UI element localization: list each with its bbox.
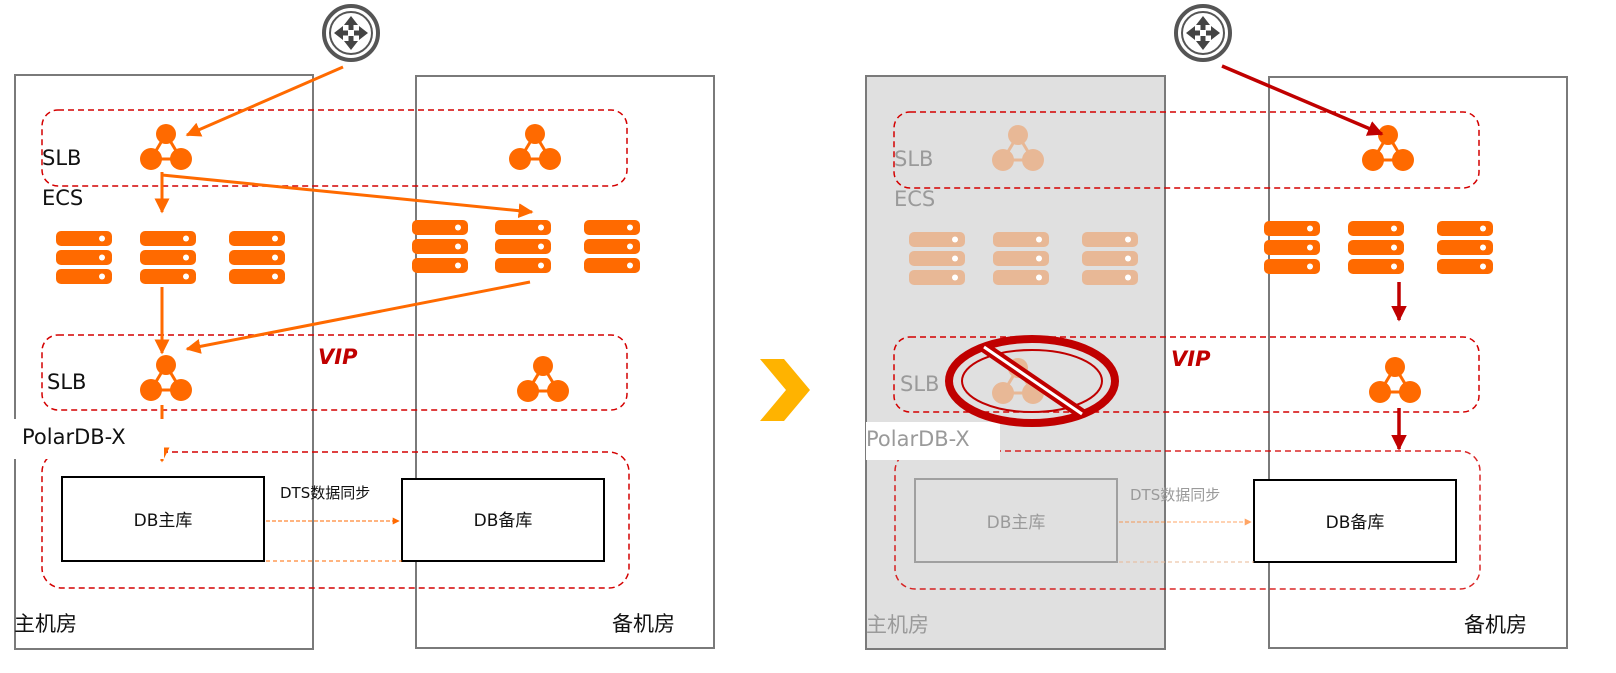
db-standby-label: DB备库 (1326, 513, 1385, 533)
load-balancer-icon (507, 122, 563, 172)
load-balancer-icon (138, 353, 194, 403)
ecs-label: ECS (894, 187, 935, 211)
traffic-arrow (185, 280, 531, 354)
dts-sync-label: DTS数据同步 (280, 484, 370, 502)
traffic-arrow (161, 173, 534, 219)
standby-room-label: 备机房 (612, 612, 675, 636)
vip-label: VIP (318, 345, 358, 369)
polardb-label: PolarDB-X (866, 427, 970, 451)
router-icon (1174, 4, 1232, 62)
db-primary-box (914, 478, 1118, 563)
server-stack-icon (1437, 221, 1493, 274)
db-standby-box (1253, 479, 1457, 563)
standby-room-box (415, 75, 715, 649)
vip-label: VIP (1171, 347, 1211, 371)
slb-top-zone (41, 109, 628, 187)
primary-room-label: 主机房 (866, 613, 929, 637)
failover-traffic-arrow (1221, 64, 1384, 136)
standby-room-label: 备机房 (1464, 613, 1527, 637)
server-stack-icon (584, 220, 640, 273)
load-balancer-icon (138, 122, 194, 172)
slb-bottom-label: SLB (47, 370, 86, 394)
server-stack-icon (1082, 232, 1138, 285)
server-stack-icon (412, 220, 468, 273)
polardb-label-bg (866, 422, 1000, 460)
slb-bottom-label: SLB (900, 372, 939, 396)
server-stack-icon (909, 232, 965, 285)
polardb-zone (41, 451, 630, 589)
slb-top-label: SLB (42, 146, 81, 170)
server-stack-icon (1264, 221, 1320, 274)
slb-top-zone (893, 111, 1480, 189)
primary-room-box (14, 74, 314, 650)
polardb-label-bg (14, 419, 164, 459)
chevron-right-icon (760, 359, 810, 421)
load-balancer-icon (1367, 355, 1423, 405)
server-stack-icon (495, 220, 551, 273)
server-stack-icon (1348, 221, 1404, 274)
load-balancer-icon (1360, 123, 1416, 173)
polardb-label: PolarDB-X (22, 425, 126, 449)
server-stack-icon (993, 232, 1049, 285)
prohibited-icon (945, 335, 1119, 427)
server-stack-icon (56, 231, 112, 284)
left-panel: SLB ECS SLB VIP PolarDB-X DB主库 DB备库 DTS数… (14, 4, 715, 650)
polardb-zone (894, 450, 1481, 590)
slb-top-label: SLB (894, 147, 933, 171)
router-icon (322, 4, 380, 62)
db-standby-box (401, 478, 605, 562)
db-primary-label: DB主库 (987, 513, 1046, 533)
server-stack-icon (140, 231, 196, 284)
traffic-arrow (185, 65, 344, 137)
db-primary-box (61, 476, 265, 562)
standby-room-box (1268, 76, 1568, 649)
db-primary-label: DB主库 (134, 511, 193, 531)
load-balancer-icon (515, 354, 571, 404)
slb-bottom-zone (893, 336, 1480, 413)
db-standby-label: DB备库 (474, 511, 533, 531)
dts-sync-label: DTS数据同步 (1130, 486, 1220, 504)
server-stack-icon (229, 231, 285, 284)
slb-bottom-zone (41, 334, 628, 411)
primary-room-label: 主机房 (14, 612, 77, 636)
ecs-label: ECS (42, 186, 83, 210)
right-panel: SLB ECS SLB VIP PolarDB-X DB主库 DB备库 DTS数… (865, 4, 1568, 650)
